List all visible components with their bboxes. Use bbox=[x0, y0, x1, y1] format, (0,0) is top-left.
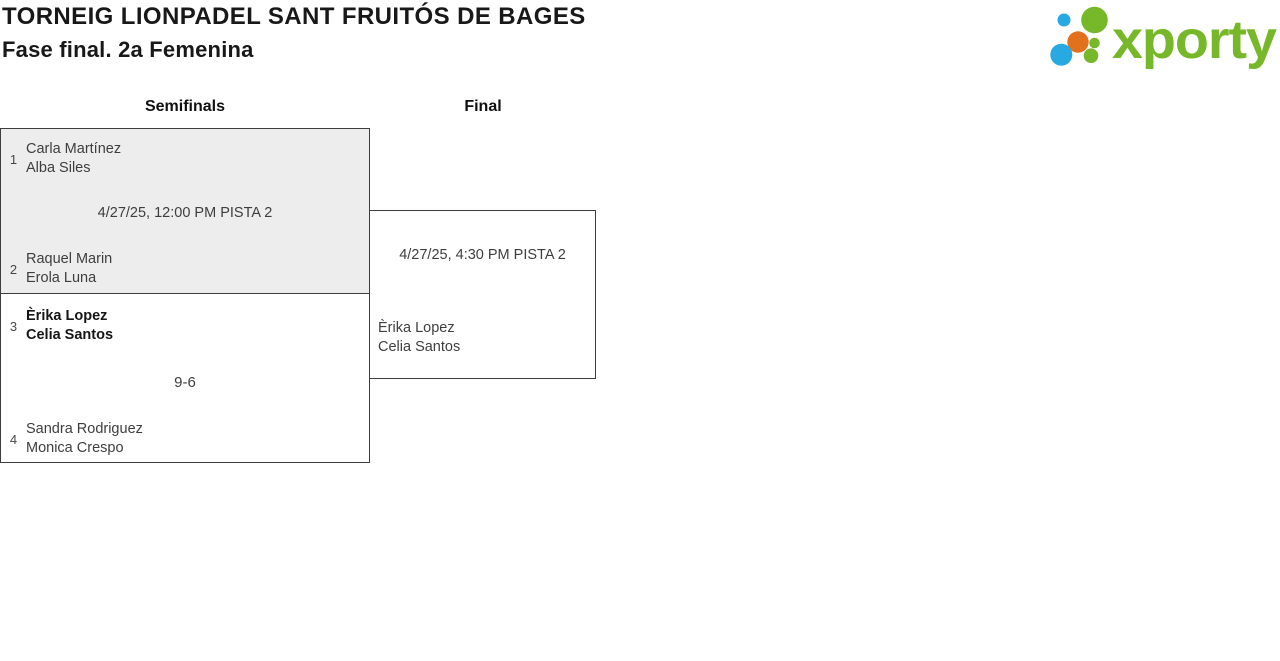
seed-number: 3 bbox=[9, 318, 18, 334]
match-score: 9-6 bbox=[174, 374, 196, 391]
xporty-logo[interactable]: xporty bbox=[1046, 6, 1280, 70]
match-semifinal-1[interactable]: 1 Carla Martínez Alba Siles 4/27/25, 12:… bbox=[0, 128, 370, 294]
seed-number: 1 bbox=[9, 151, 18, 167]
team-players: Èrika Lopez Celia Santos bbox=[378, 319, 460, 357]
category-subtitle: Fase final. 2a Femenina bbox=[2, 37, 254, 62]
player-name: Erola Luna bbox=[26, 270, 97, 286]
player-name: Celia Santos bbox=[378, 339, 461, 355]
team-players: Raquel Marin Erola Luna bbox=[26, 250, 112, 288]
player-name: Raquel Marin bbox=[26, 251, 113, 267]
team-players: Sandra Rodriguez Monica Crespo bbox=[26, 420, 143, 458]
team-players: Èrika Lopez Celia Santos bbox=[26, 307, 113, 345]
seed-number: 4 bbox=[9, 431, 18, 447]
team-row: 4 Sandra Rodriguez Monica Crespo bbox=[8, 420, 143, 458]
match-semifinal-2[interactable]: 3 Èrika Lopez Celia Santos 9-6 4 Sandra … bbox=[0, 293, 370, 463]
team-row: 1 Carla Martínez Alba Siles bbox=[8, 140, 121, 178]
team-row: Èrika Lopez Celia Santos bbox=[378, 319, 460, 357]
team-players: Carla Martínez Alba Siles bbox=[26, 140, 121, 178]
match-schedule: 4/27/25, 12:00 PM PISTA 2 bbox=[97, 205, 273, 221]
player-name: Alba Siles bbox=[26, 160, 91, 176]
player-name: Èrika Lopez bbox=[26, 308, 108, 324]
seed-number: 2 bbox=[9, 261, 18, 277]
match-schedule: 4/27/25, 4:30 PM PISTA 2 bbox=[399, 247, 566, 263]
match-final[interactable]: 4/27/25, 4:30 PM PISTA 2 Èrika Lopez Cel… bbox=[369, 210, 596, 379]
round-header-final: Final bbox=[464, 98, 502, 115]
team-row-winner: 3 Èrika Lopez Celia Santos bbox=[8, 307, 113, 345]
round-header-semifinals: Semifinals bbox=[144, 98, 226, 115]
player-name: Sandra Rodriguez bbox=[26, 421, 143, 437]
player-name: Èrika Lopez bbox=[378, 320, 455, 336]
logo-dots-icon bbox=[1050, 6, 1108, 66]
player-name: Monica Crespo bbox=[26, 440, 124, 456]
tournament-title: TORNEIG LIONPADEL SANT FRUITÓS DE BAGES bbox=[2, 3, 586, 30]
player-name: Carla Martínez bbox=[26, 141, 122, 157]
xporty-wordmark: xporty bbox=[1112, 10, 1277, 70]
player-name: Celia Santos bbox=[26, 327, 114, 343]
team-row: 2 Raquel Marin Erola Luna bbox=[8, 250, 112, 288]
